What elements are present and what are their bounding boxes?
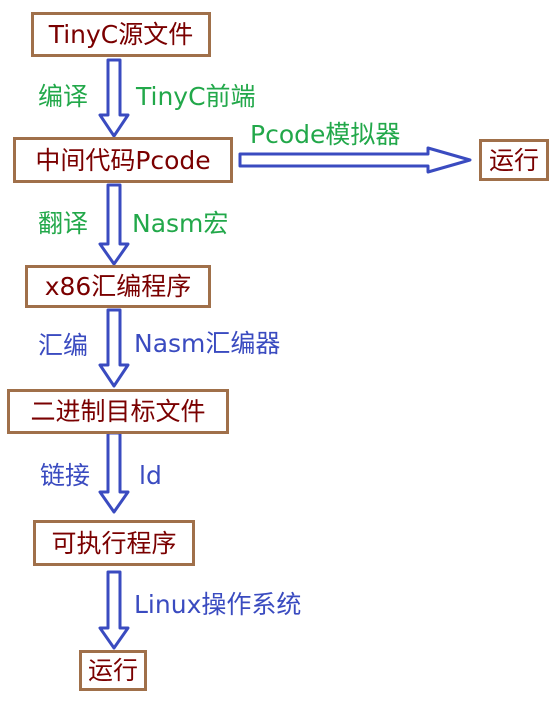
label-compile: 编译 — [38, 82, 89, 111]
node-executable: 可执行程序 — [33, 520, 195, 566]
arrow-assemble — [98, 308, 130, 388]
arrow-pcode-vm — [238, 146, 472, 174]
arrow-os — [98, 570, 130, 650]
arrow-translate — [98, 183, 130, 266]
label-tinyc-frontend: TinyC前端 — [136, 82, 256, 111]
node-binary-object: 二进制目标文件 — [7, 389, 229, 434]
label-assemble: 汇编 — [38, 331, 89, 360]
label-nasm-macro: Nasm宏 — [132, 209, 229, 238]
label-pcode-simulator: Pcode模拟器 — [250, 120, 401, 149]
label-nasm-assembler: Nasm汇编器 — [134, 329, 281, 358]
node-tinyc-source: TinyC源文件 — [31, 12, 211, 57]
node-run-vm: 运行 — [479, 139, 549, 181]
label-ld: ld — [139, 461, 162, 490]
node-intermediate-code: 中间代码Pcode — [13, 137, 233, 183]
arrow-link — [98, 431, 130, 514]
label-translate: 翻译 — [38, 209, 89, 238]
node-run-os: 运行 — [79, 650, 147, 691]
node-x86-assembly: x86汇编程序 — [25, 265, 211, 308]
label-linux-os: Linux操作系统 — [134, 590, 302, 619]
label-link: 链接 — [40, 461, 91, 490]
arrow-compile — [98, 58, 130, 138]
